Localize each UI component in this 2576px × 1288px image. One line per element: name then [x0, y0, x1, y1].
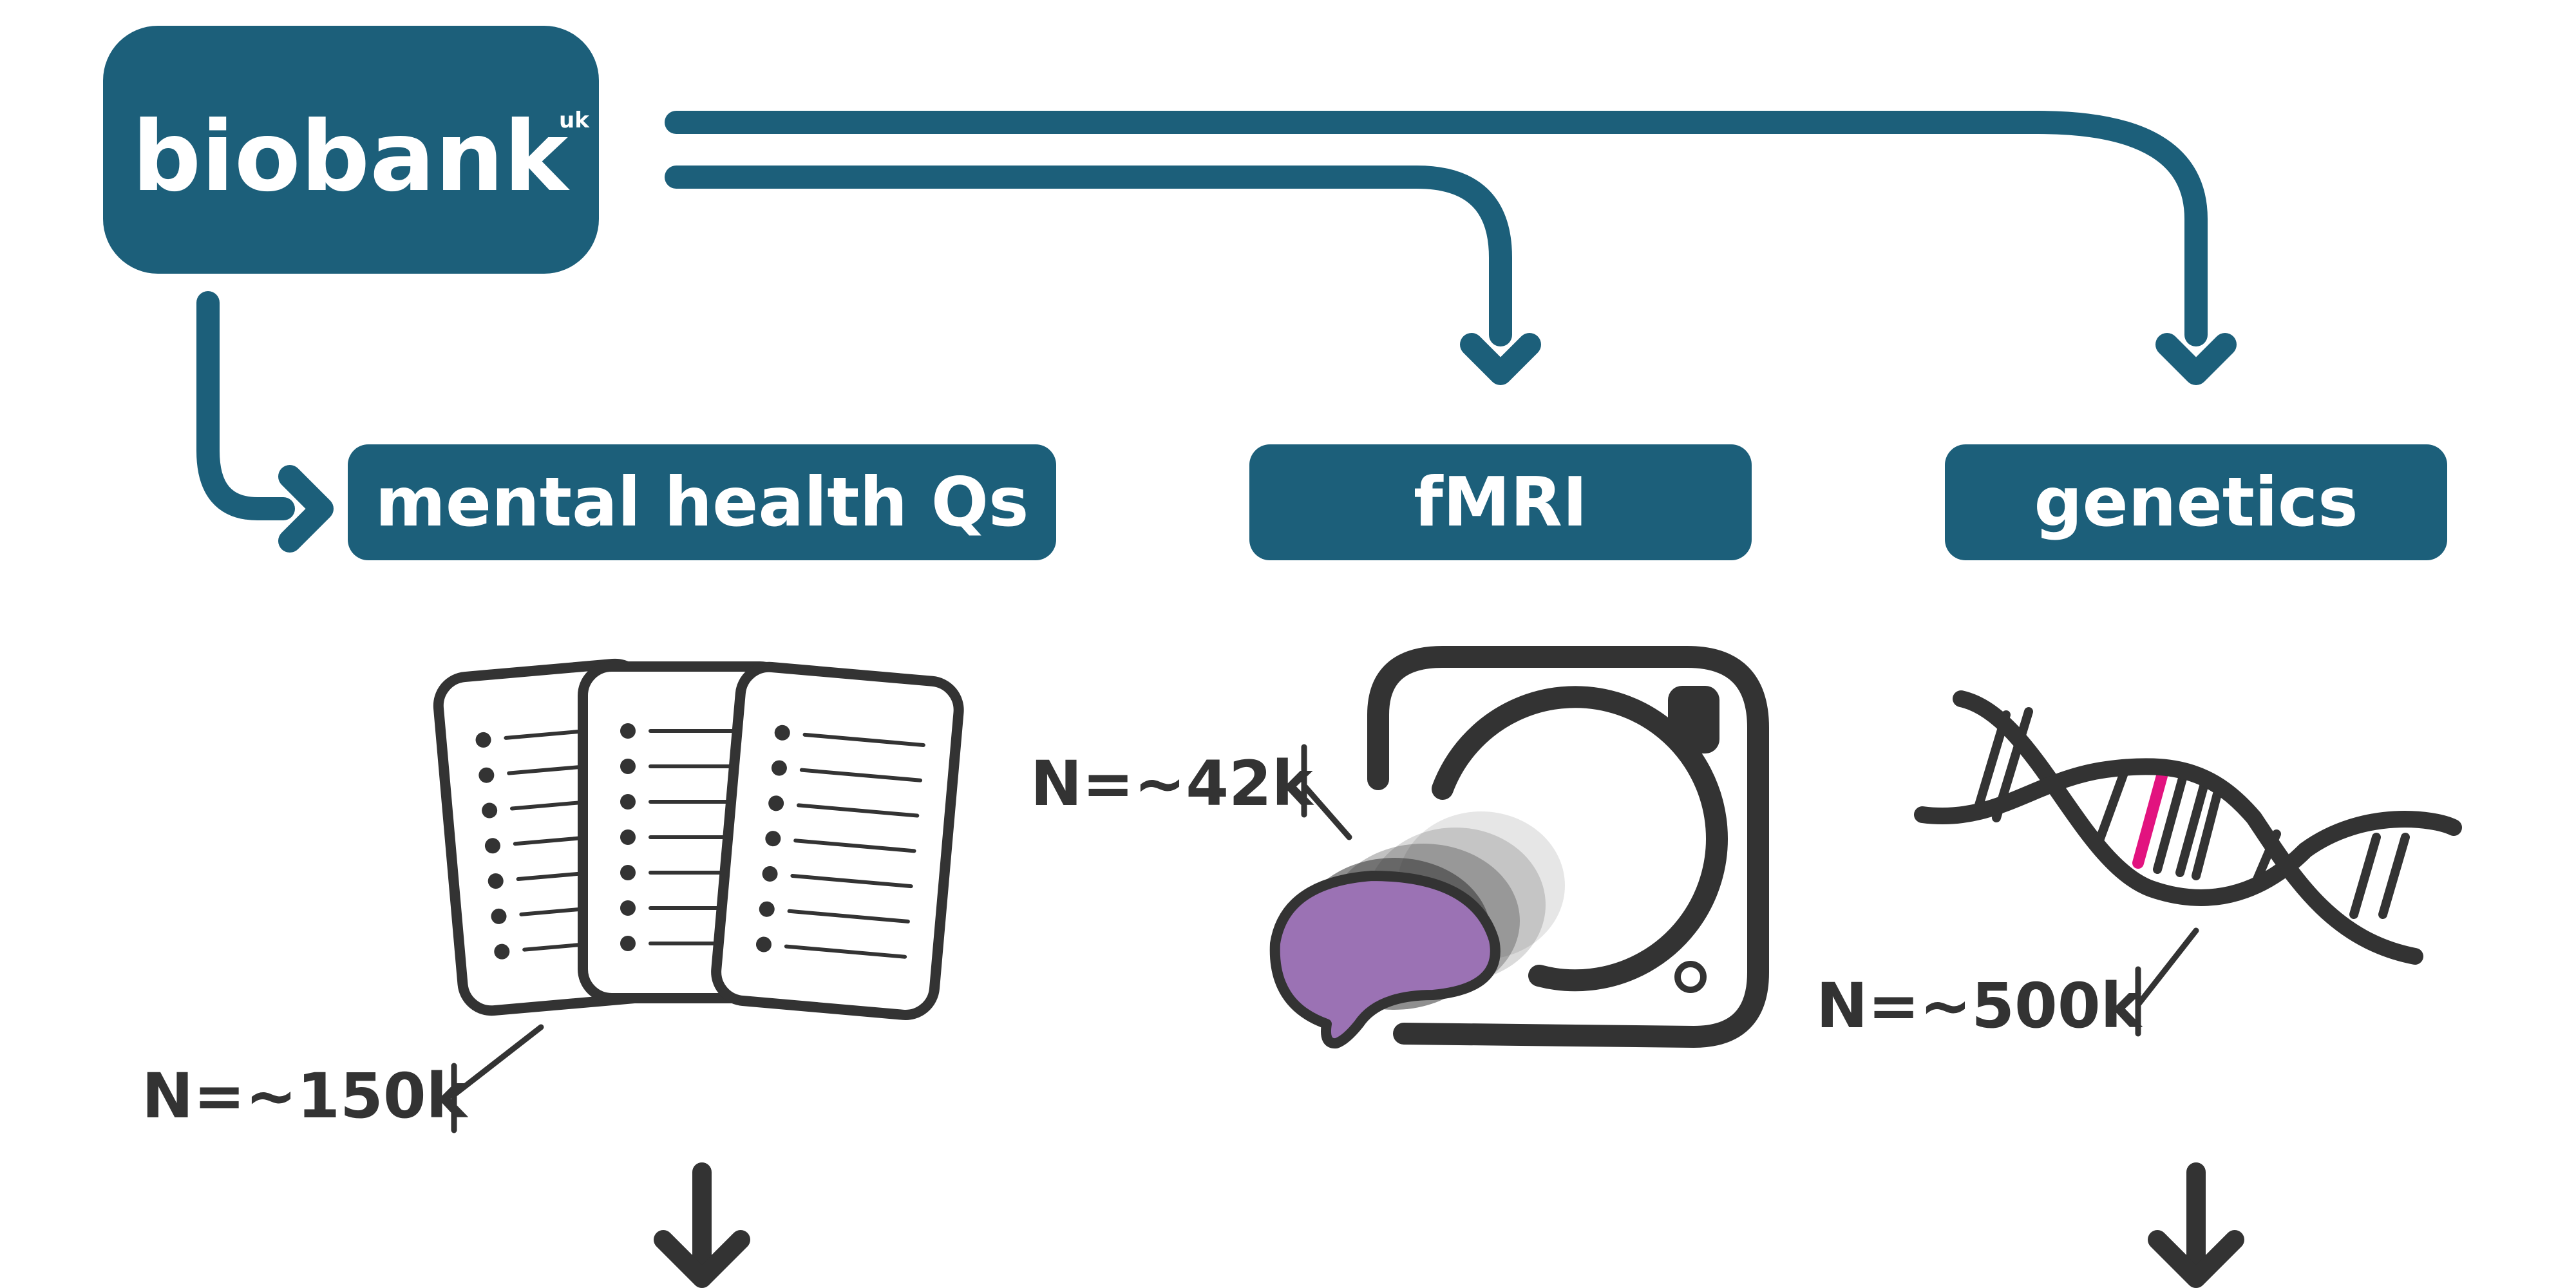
- count-mental-health-label: N=~150k: [142, 1060, 469, 1132]
- box-genetics-label: genetics: [2034, 463, 2358, 542]
- logo-superscript: uk: [559, 108, 590, 133]
- box-mental-health: mental health Qs: [348, 444, 1056, 560]
- connector-to-genetics: [665, 111, 2208, 346]
- arrowhead-fmri: [1460, 333, 1541, 385]
- dna-helix-icon: [1914, 690, 2462, 965]
- mri-scanner-icon: [1269, 646, 1769, 1049]
- box-fmri: fMRI: [1249, 444, 1752, 560]
- down-arrow-genetics: [2148, 1162, 2244, 1288]
- down-arrow-mental-health: [654, 1162, 750, 1288]
- count-mental-health: N=~150k: [142, 1024, 544, 1133]
- biobank-logo: biobank uk: [103, 26, 599, 274]
- arrowhead-mental-health: [278, 465, 334, 553]
- count-genetics: N=~500k: [1816, 927, 2199, 1042]
- count-genetics-label: N=~500k: [1816, 970, 2143, 1042]
- questionnaire-pages-icon: [433, 658, 964, 1020]
- arrowhead-genetics: [2155, 333, 2237, 385]
- box-fmri-label: fMRI: [1414, 463, 1587, 542]
- connector-to-mental-health: [196, 291, 295, 520]
- box-genetics: genetics: [1945, 444, 2447, 560]
- count-fmri-label: N=~42k: [1030, 748, 1314, 820]
- connector-to-fmri: [665, 166, 1512, 346]
- logo-wordmark: biobank: [132, 101, 570, 213]
- count-fmri: N=~42k: [1030, 744, 1352, 840]
- box-mental-health-label: mental health Qs: [375, 463, 1028, 542]
